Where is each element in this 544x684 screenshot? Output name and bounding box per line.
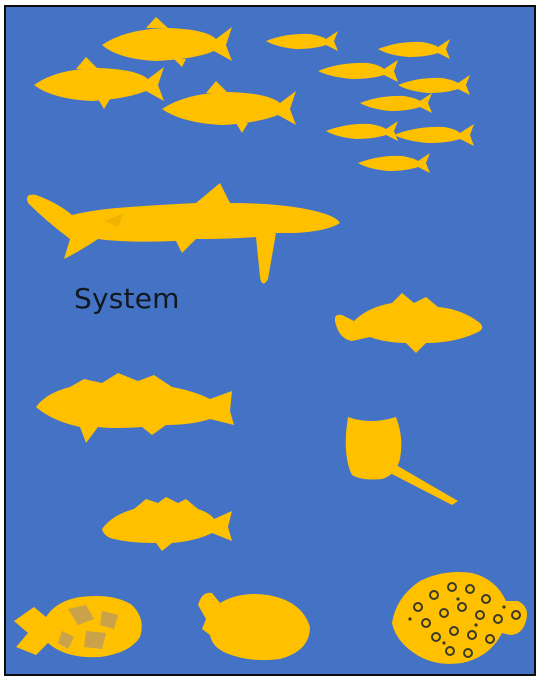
small-fish-school xyxy=(266,31,474,173)
shark xyxy=(27,183,340,284)
fish-community-illustration xyxy=(6,7,536,676)
flatfish-mottled xyxy=(14,596,142,657)
ray xyxy=(346,417,458,505)
mackerel-1 xyxy=(102,17,232,67)
diagram-panel: System xyxy=(4,5,536,676)
redfish xyxy=(102,497,232,551)
cod-right xyxy=(335,293,482,353)
mackerel-3 xyxy=(162,81,296,133)
system-label: System xyxy=(74,285,180,313)
haddock-left xyxy=(36,373,234,443)
flatfish-ringed xyxy=(392,572,527,664)
flatfish-plain xyxy=(198,593,310,660)
mackerel-2 xyxy=(34,57,164,109)
